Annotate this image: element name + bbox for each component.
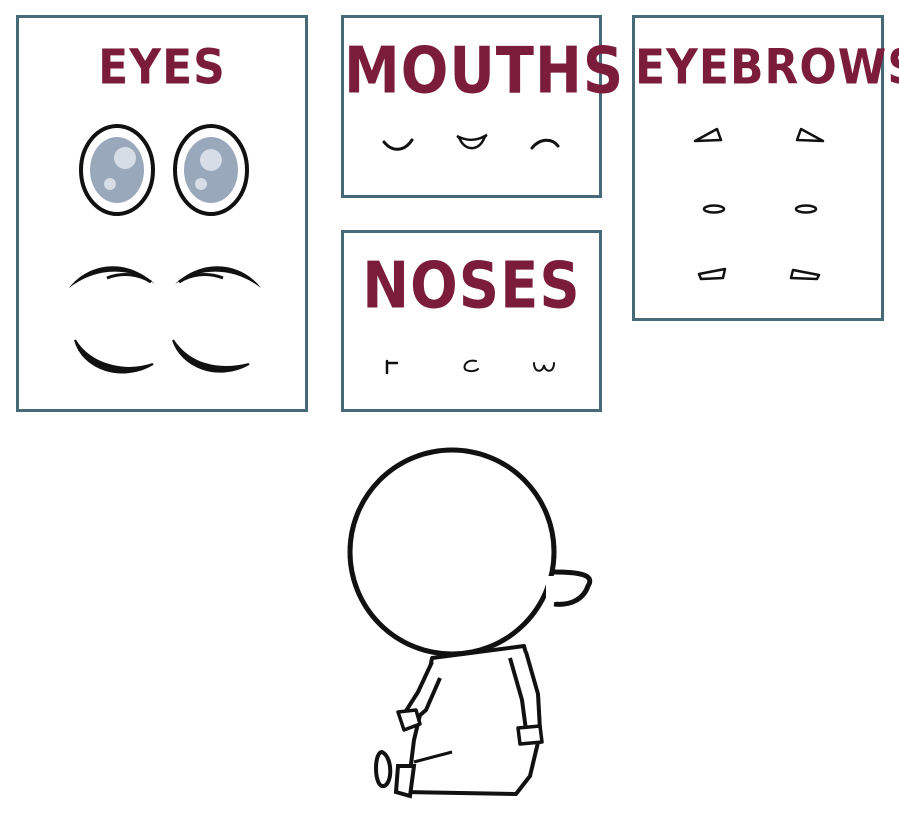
mouths-panel: MOUTHS [341,15,625,198]
nose-option-angle[interactable] [384,359,400,375]
eye-option-open-left[interactable] [77,122,157,218]
eye-option-open-right[interactable] [171,122,251,218]
eye-option-closed-left[interactable] [73,336,155,382]
eyebrow-option-oval-right[interactable] [793,202,819,216]
eye-option-lashes-right[interactable] [171,258,263,298]
character-leg [393,764,417,799]
noses-panel: NOSES [341,230,602,412]
character-base[interactable] [340,440,600,810]
eyebrows-panel: EYEBROWS [632,15,899,321]
mouth-option-open-smile[interactable] [456,132,488,154]
eye-option-lashes-left[interactable] [67,258,159,298]
eyes-panel-title: EYES [98,39,226,96]
character-head [347,447,557,657]
mouth-option-frown[interactable] [530,136,560,152]
eye-option-closed-right[interactable] [169,336,251,382]
noses-panel-title: NOSES [362,249,581,324]
eyebrow-option-oval-left[interactable] [701,202,727,216]
nose-option-round[interactable] [460,359,480,373]
eyebrow-option-angled-left[interactable] [693,126,725,144]
mouth-option-smile[interactable] [382,136,414,154]
eyebrow-option-slant-left[interactable] [697,266,729,282]
eyebrows-panel-title: EYEBROWS [635,39,899,96]
character-nose-bump [553,569,593,607]
eyebrow-option-slant-right[interactable] [789,266,823,282]
eyebrow-option-angled-right[interactable] [793,126,825,144]
nose-option-cat[interactable] [532,359,556,375]
mouths-panel-title: MOUTHS [344,34,625,109]
eyes-panel: EYES [16,15,308,412]
